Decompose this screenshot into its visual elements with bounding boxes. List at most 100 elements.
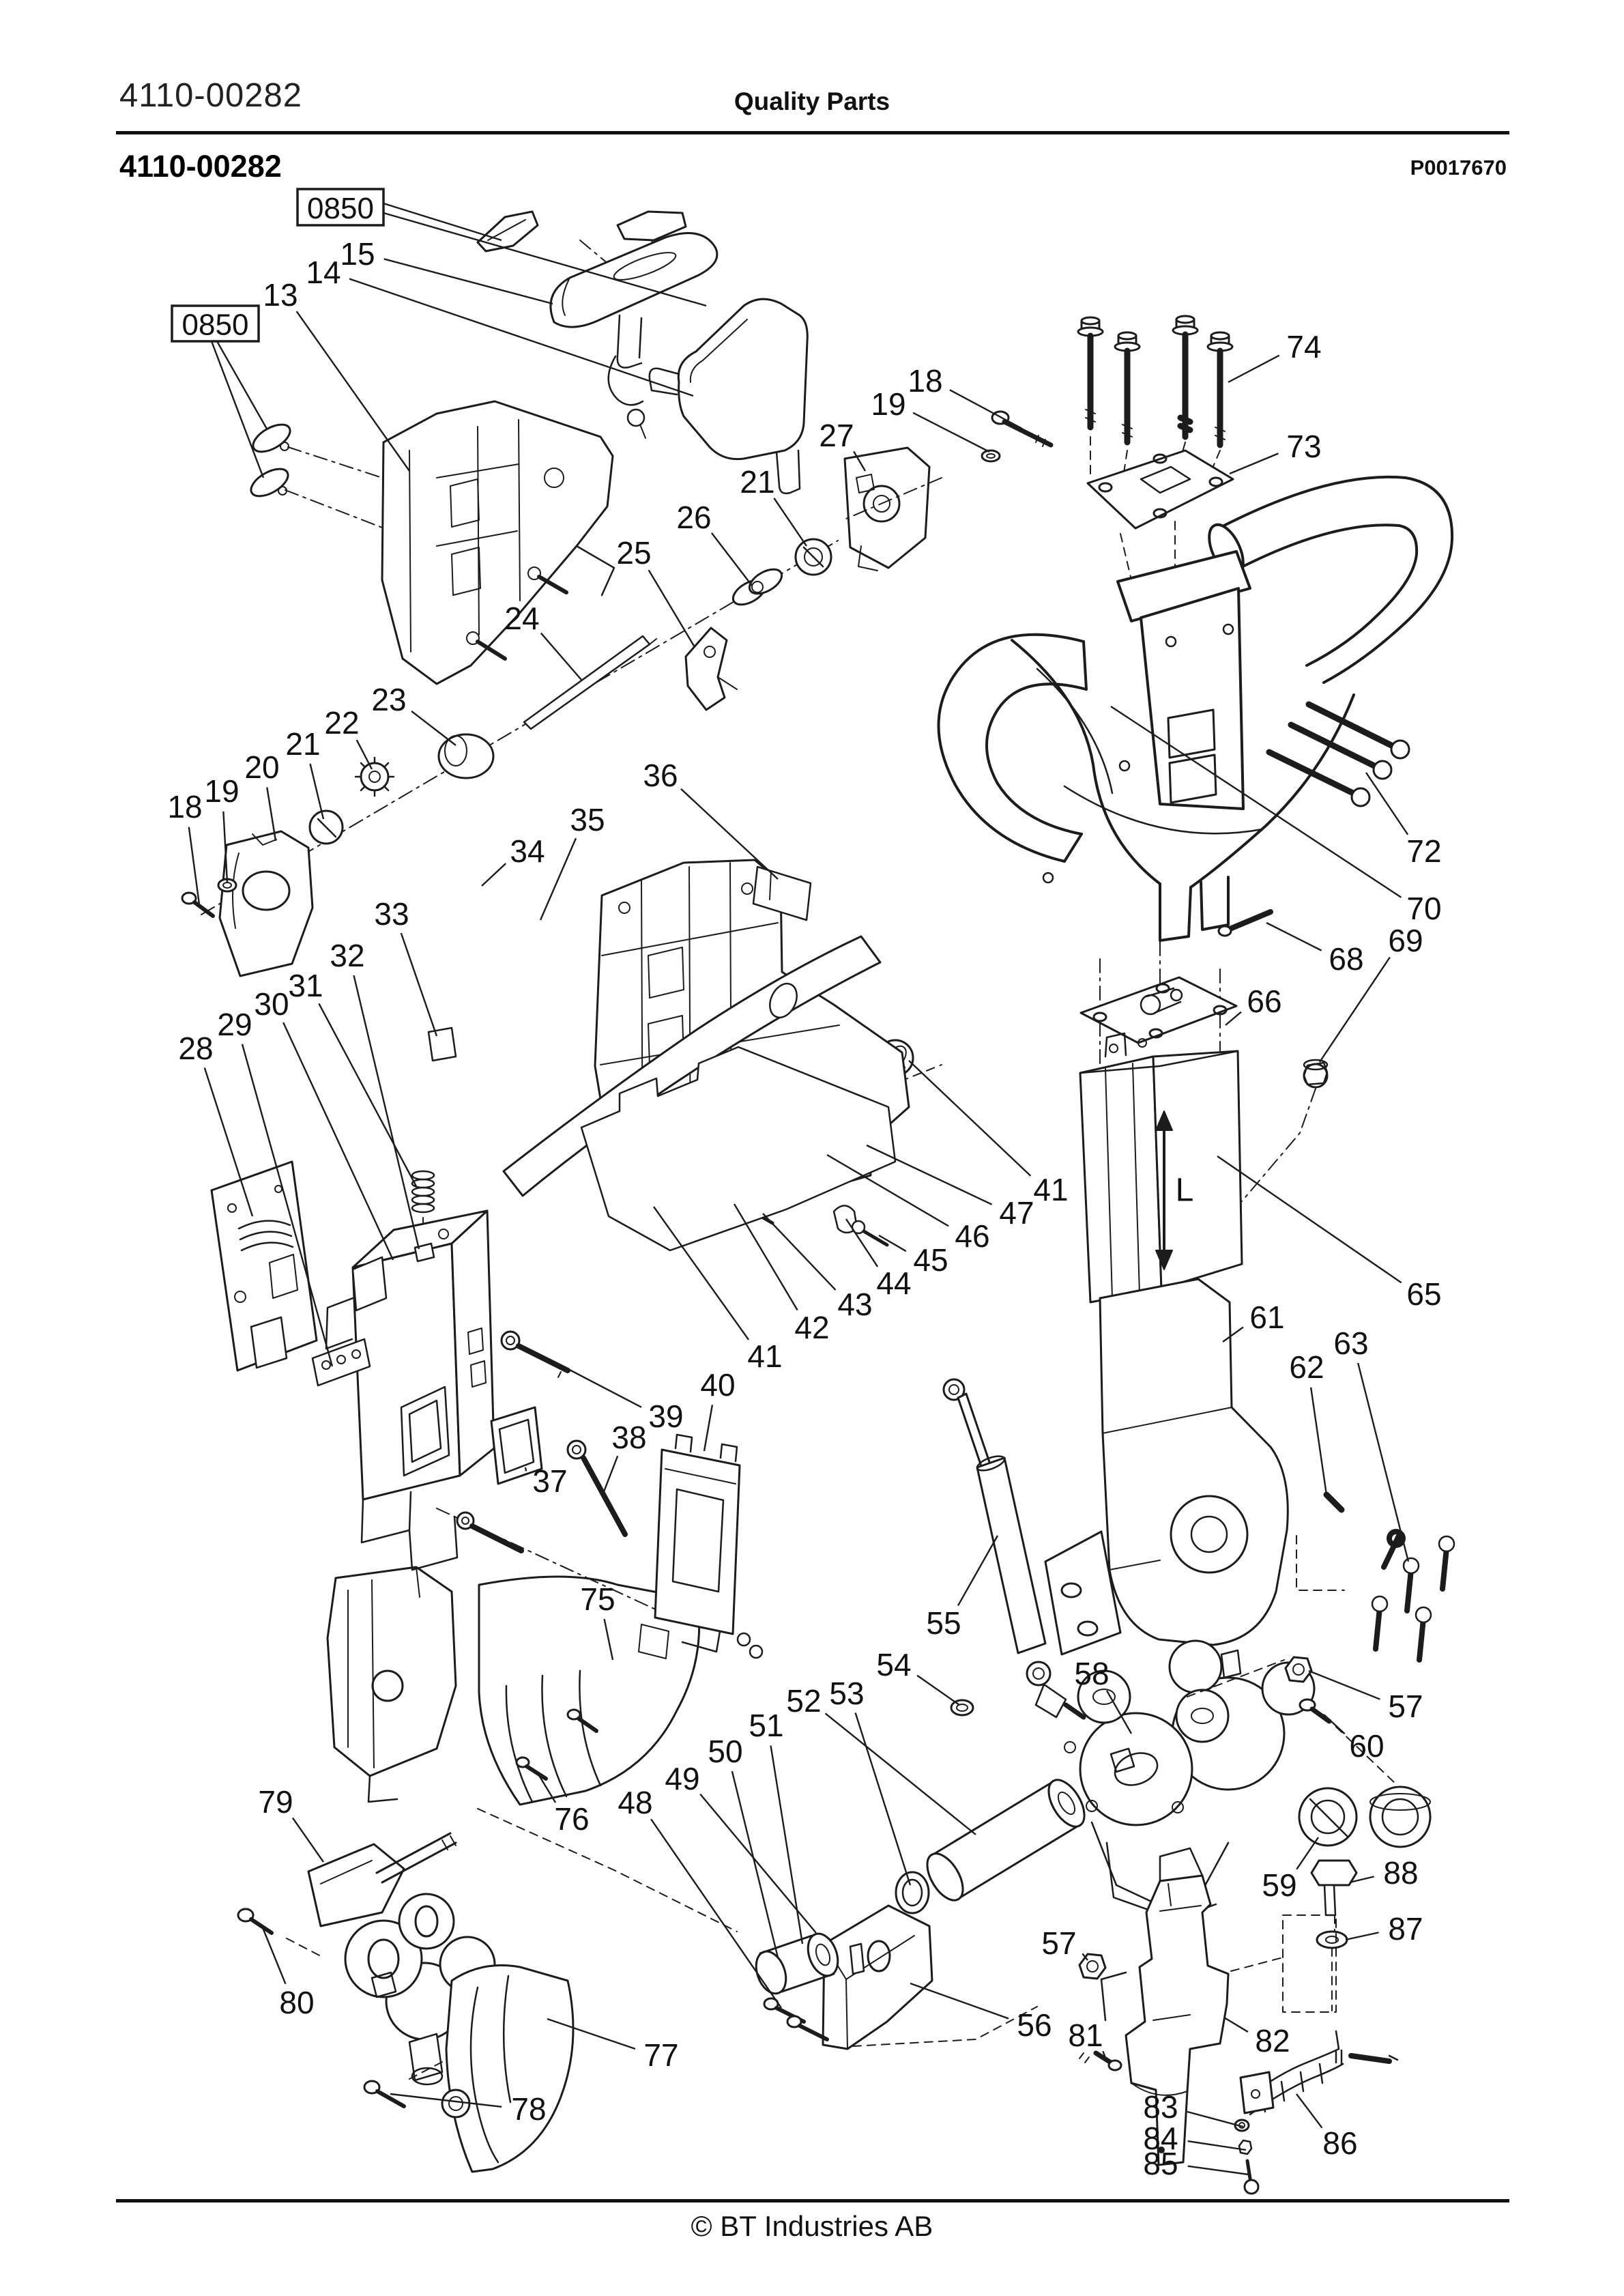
screws-38-39-art: [456, 1330, 628, 1553]
head-shield-cover-art: [648, 298, 809, 495]
boxed-label-leader: [383, 212, 707, 307]
callout-leader: [1082, 1953, 1088, 1961]
callout-leader: [949, 389, 1023, 430]
callout-number-41: 41: [1033, 1172, 1068, 1207]
callout-leader: [1110, 705, 1402, 898]
callout-number-43: 43: [837, 1287, 872, 1322]
callout-leader: [540, 632, 582, 680]
callout-number-76: 76: [554, 1801, 589, 1837]
callout-leader: [524, 1467, 527, 1472]
handlebar-mount-bolts-74-art: [1077, 315, 1234, 586]
callout-leader: [1357, 1362, 1410, 1562]
callout-leader: [349, 278, 694, 397]
callout-leader: [1296, 1837, 1319, 1870]
callout-leader: [1266, 921, 1322, 951]
callout-leader: [1217, 1156, 1402, 1284]
boxed-label-0850-0: 0850: [307, 192, 374, 225]
callout-number-26: 26: [676, 500, 711, 535]
callout-number-29: 29: [217, 1007, 252, 1042]
callout-number-49: 49: [665, 1761, 699, 1796]
callout-number-84: 84: [1143, 2121, 1178, 2156]
callout-number-69: 69: [1388, 923, 1423, 958]
callout-leader: [1187, 2165, 1249, 2176]
callout-number-73: 73: [1286, 429, 1321, 464]
callout-number-13: 13: [263, 277, 298, 313]
callout-number-83: 83: [1143, 2089, 1178, 2125]
callout-number-61: 61: [1249, 1300, 1284, 1335]
handle-screws-72-art: [1266, 701, 1410, 807]
callout-leader: [539, 837, 577, 921]
callout-leader: [916, 1674, 960, 1706]
callout-number-42: 42: [794, 1310, 829, 1345]
plate-code: P0017670: [1410, 156, 1507, 180]
callout-leader: [854, 1712, 912, 1886]
callout-number-80: 80: [279, 1985, 314, 2020]
callout-number-21: 21: [740, 464, 774, 500]
handlebar-70-art: [937, 475, 1454, 942]
callout-leader: [309, 763, 325, 820]
callout-leader: [1222, 1326, 1244, 1343]
callout-leader: [1187, 2110, 1244, 2128]
cable-comb-86-art: [1239, 2030, 1399, 2116]
callout-leader: [353, 975, 420, 1250]
callout-leader: [282, 1022, 394, 1261]
callout-leader: [762, 1213, 837, 1291]
callout-number-59: 59: [1262, 1867, 1296, 1903]
mount-plate-73-art: [1086, 449, 1234, 530]
callout-leader: [603, 1618, 614, 1661]
callout-number-72: 72: [1406, 833, 1441, 869]
dimension-label-L: L: [1176, 1173, 1194, 1209]
callout-number-57: 57: [1388, 1689, 1423, 1724]
callout-leader: [878, 1234, 907, 1252]
callout-leader: [1345, 1932, 1379, 1941]
lower-cover-77-art: [363, 1964, 575, 2173]
callout-leader: [1187, 2140, 1247, 2151]
callout-number-38: 38: [611, 1420, 646, 1455]
callout-leader: [602, 1455, 619, 1494]
figure-number: 4110-00282: [119, 149, 282, 184]
callout-number-46: 46: [955, 1218, 989, 1254]
callout-number-68: 68: [1329, 941, 1363, 977]
callout-number-58: 58: [1074, 1656, 1109, 1691]
callout-number-85: 85: [1143, 2146, 1178, 2181]
switch-paddles-art: [476, 210, 687, 272]
callout-leader: [1308, 1669, 1380, 1700]
callout-leader: [770, 1745, 804, 1945]
callout-number-70: 70: [1406, 891, 1441, 926]
switch-bracket-13-art: [250, 400, 615, 685]
callout-leader: [318, 1003, 418, 1187]
boxed-label-frame: [296, 188, 385, 227]
tiller-switch-knob-cluster-art: [181, 538, 839, 977]
callout-leader: [261, 1925, 287, 1985]
mast-tube-65-art: [1079, 1032, 1243, 1338]
callout-number-21: 21: [285, 726, 320, 762]
callout-number-66: 66: [1247, 984, 1281, 1019]
fasteners-88-87-57-60-art: [1078, 1656, 1358, 2013]
callout-number-48: 48: [618, 1785, 652, 1820]
callout-leader: [547, 2018, 636, 2050]
pin-68-and-capnut-69-art: [1217, 909, 1329, 1202]
callout-leader: [266, 787, 277, 842]
callout-number-81: 81: [1068, 2018, 1103, 2053]
callout-leader: [1225, 1011, 1242, 1026]
callout-number-31: 31: [288, 968, 323, 1003]
callout-number-40: 40: [700, 1367, 735, 1403]
callout-number-86: 86: [1322, 2125, 1357, 2161]
callout-leader: [1228, 354, 1280, 384]
callout-leader: [866, 1144, 993, 1205]
callout-number-87: 87: [1388, 1911, 1423, 1947]
lower-weldment-61-art: [1044, 1278, 1455, 1663]
callout-number-18: 18: [908, 363, 942, 399]
callout-number-20: 20: [244, 749, 279, 785]
boxed-label-leader: [383, 202, 502, 242]
brake-lever-79-art: [237, 1832, 457, 1957]
fork-carrier-58-art: [1064, 1639, 1398, 1972]
mast-plate-66-art: [1079, 941, 1238, 1065]
boxed-label-leader: [210, 341, 265, 478]
callout-number-25: 25: [616, 535, 651, 571]
header-document-number: 4110-00282: [119, 77, 302, 114]
pivot-pin-52-art: [895, 1779, 1086, 1914]
callout-leader: [680, 788, 779, 880]
callout-leader: [481, 863, 506, 887]
